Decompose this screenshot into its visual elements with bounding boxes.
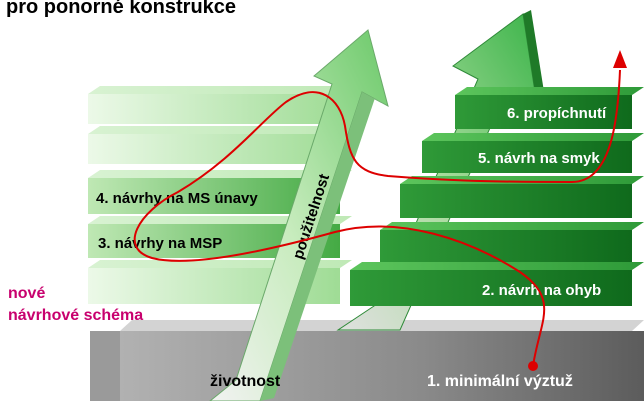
base-slab: [90, 320, 644, 401]
right-layer-3: [400, 176, 644, 218]
right-layer-punching: [455, 87, 644, 129]
label-bending: 2. návrh na ohyb: [482, 282, 601, 299]
label-msp: 3. návrhy na MSP: [98, 235, 222, 252]
left-layer-2nd: [88, 126, 352, 164]
label-punching: 6. propíchnutí: [507, 105, 607, 122]
label-shear: 5. návrh na smyk: [478, 150, 600, 167]
curve-arrowhead: [613, 50, 627, 68]
caption-line-2: návrhové schéma: [8, 307, 143, 324]
curve-start-dot: [528, 361, 538, 371]
label-durability: životnost: [210, 373, 281, 390]
left-layer-top: [88, 86, 352, 124]
right-layer-shear: [422, 133, 644, 173]
label-ms-fatigue: 4. návrhy na MS únavy: [96, 190, 258, 207]
caption-line-1: nové: [8, 285, 45, 302]
label-capacity: únosnost: [340, 179, 381, 248]
right-layer-bending: [350, 262, 644, 306]
design-path-curve: [133, 50, 627, 371]
right-layer-4: [380, 222, 644, 266]
header-title: pro ponorné konstrukce: [6, 0, 236, 18]
label-minimal-reinforcement: 1. minimální výztuž: [427, 373, 573, 390]
right-layer-stack: [350, 87, 644, 306]
